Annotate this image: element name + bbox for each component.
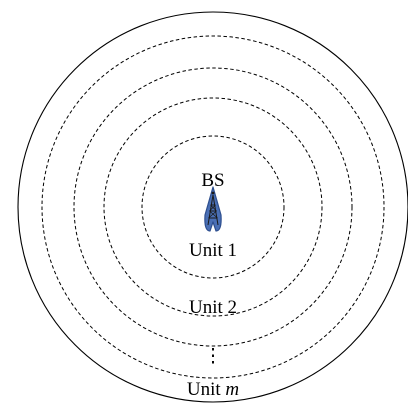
antenna-tower-icon	[204, 186, 222, 232]
unit-1-label: Unit 1	[189, 240, 237, 261]
unit-boundary-dashed	[41, 35, 385, 379]
base-station-label: BS	[201, 170, 224, 191]
unit-m-label: Unit m	[187, 379, 239, 400]
unit-m-variable: m	[225, 379, 239, 400]
unit-boundary-dashed	[73, 67, 353, 347]
unit-m-prefix: Unit	[187, 379, 226, 400]
ellipsis-vertical: ⋮	[204, 346, 223, 367]
unit-2-label: Unit 2	[189, 297, 237, 318]
outer-cell-boundary	[17, 11, 408, 403]
unit-boundary-dashed	[103, 97, 323, 317]
unit-boundary-dashed	[141, 135, 285, 279]
